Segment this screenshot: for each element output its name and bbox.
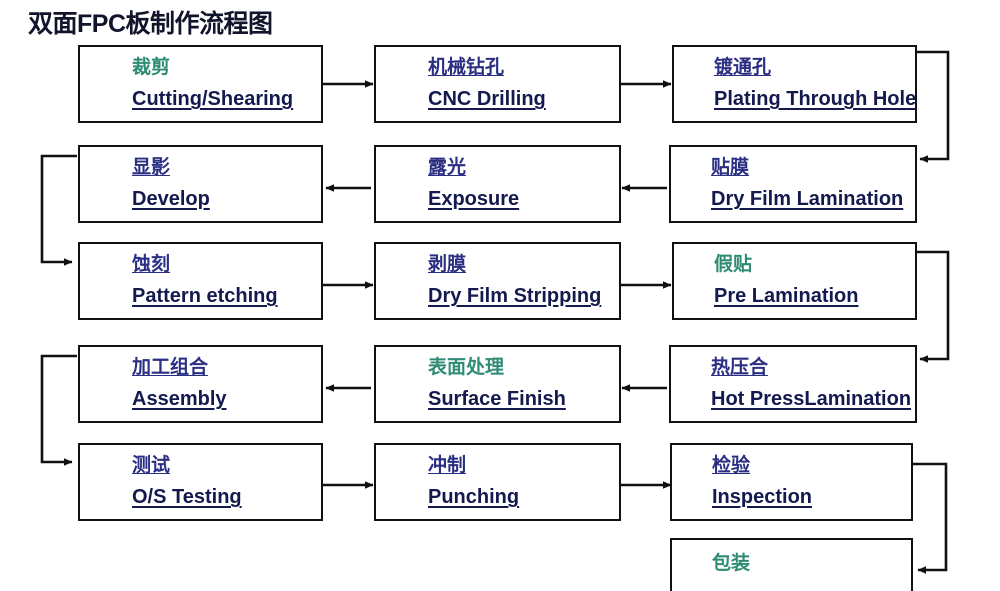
node-packaging-cn: 包装 xyxy=(712,553,751,574)
node-os-testing[interactable]: 测试 O/S Testing xyxy=(78,443,323,521)
node-cutting-en: Cutting/Shearing xyxy=(132,88,294,111)
node-dry-film-lamination[interactable]: 贴膜 Dry Film Lamination xyxy=(669,145,917,223)
arrow-develop-to-etching xyxy=(40,154,77,266)
node-pre-lamination-en: Pre Lamination xyxy=(714,285,859,308)
node-dry-film-lamination-en: Dry Film Lamination xyxy=(711,188,904,211)
arrow-inspection-to-packaging xyxy=(913,462,948,574)
node-packaging[interactable]: 包装 xyxy=(670,538,913,591)
node-pattern-etching[interactable]: 蚀刻 Pattern etching xyxy=(78,242,323,320)
node-cutting-cn: 裁剪 xyxy=(132,56,171,78)
node-surface-finish-cn: 表面处理 xyxy=(428,356,505,378)
node-cnc-drilling-cn: 机械钻孔 xyxy=(428,56,505,78)
node-cnc-drilling-en: CNC Drilling xyxy=(428,88,546,111)
node-dry-film-stripping-cn: 剥膜 xyxy=(428,253,467,275)
node-dry-film-lamination-cn: 贴膜 xyxy=(711,156,750,178)
node-pre-lamination[interactable]: 假贴 Pre Lamination xyxy=(672,242,917,320)
arrow-assembly-to-testing xyxy=(40,354,77,466)
node-hot-press-lamination-cn: 热压合 xyxy=(711,356,769,378)
node-cutting[interactable]: 裁剪 Cutting/Shearing xyxy=(78,45,323,123)
node-develop-cn: 显影 xyxy=(132,156,171,178)
node-assembly-cn: 加工组合 xyxy=(132,356,209,378)
node-exposure-cn: 露光 xyxy=(428,156,467,178)
node-punching[interactable]: 冲制 Punching xyxy=(374,443,621,521)
node-dry-film-stripping[interactable]: 剥膜 Dry Film Stripping xyxy=(374,242,621,320)
page-title: 双面FPC板制作流程图 xyxy=(28,10,273,38)
node-hot-press-lamination-en: Hot PressLamination xyxy=(711,388,912,411)
node-pattern-etching-cn: 蚀刻 xyxy=(132,253,171,275)
node-pre-lamination-cn: 假贴 xyxy=(714,253,753,275)
node-dry-film-stripping-en: Dry Film Stripping xyxy=(428,285,602,308)
node-plating[interactable]: 镀通孔 Plating Through Hole xyxy=(672,45,917,123)
node-exposure[interactable]: 露光 Exposure xyxy=(374,145,621,223)
arrow-plating-to-lamination xyxy=(917,50,950,163)
node-hot-press-lamination[interactable]: 热压合 Hot PressLamination xyxy=(669,345,917,423)
node-punching-cn: 冲制 xyxy=(428,454,467,476)
node-surface-finish-en: Surface Finish xyxy=(428,388,566,411)
node-inspection-en: Inspection xyxy=(712,486,813,509)
node-punching-en: Punching xyxy=(428,486,520,509)
node-inspection-cn: 检验 xyxy=(712,454,751,476)
node-develop[interactable]: 显影 Develop xyxy=(78,145,323,223)
node-os-testing-cn: 测试 xyxy=(132,454,171,476)
node-plating-cn: 镀通孔 xyxy=(714,56,772,78)
node-develop-en: Develop xyxy=(132,188,210,211)
node-pattern-etching-en: Pattern etching xyxy=(132,285,278,308)
arrow-prelamination-to-hotpress xyxy=(917,250,950,363)
node-os-testing-en: O/S Testing xyxy=(132,486,242,509)
node-inspection[interactable]: 检验 Inspection xyxy=(670,443,913,521)
node-plating-en: Plating Through Hole xyxy=(714,88,917,111)
node-cnc-drilling[interactable]: 机械钻孔 CNC Drilling xyxy=(374,45,621,123)
node-surface-finish[interactable]: 表面处理 Surface Finish xyxy=(374,345,621,423)
node-assembly-en: Assembly xyxy=(132,388,227,411)
node-exposure-en: Exposure xyxy=(428,188,520,211)
node-assembly[interactable]: 加工组合 Assembly xyxy=(78,345,323,423)
